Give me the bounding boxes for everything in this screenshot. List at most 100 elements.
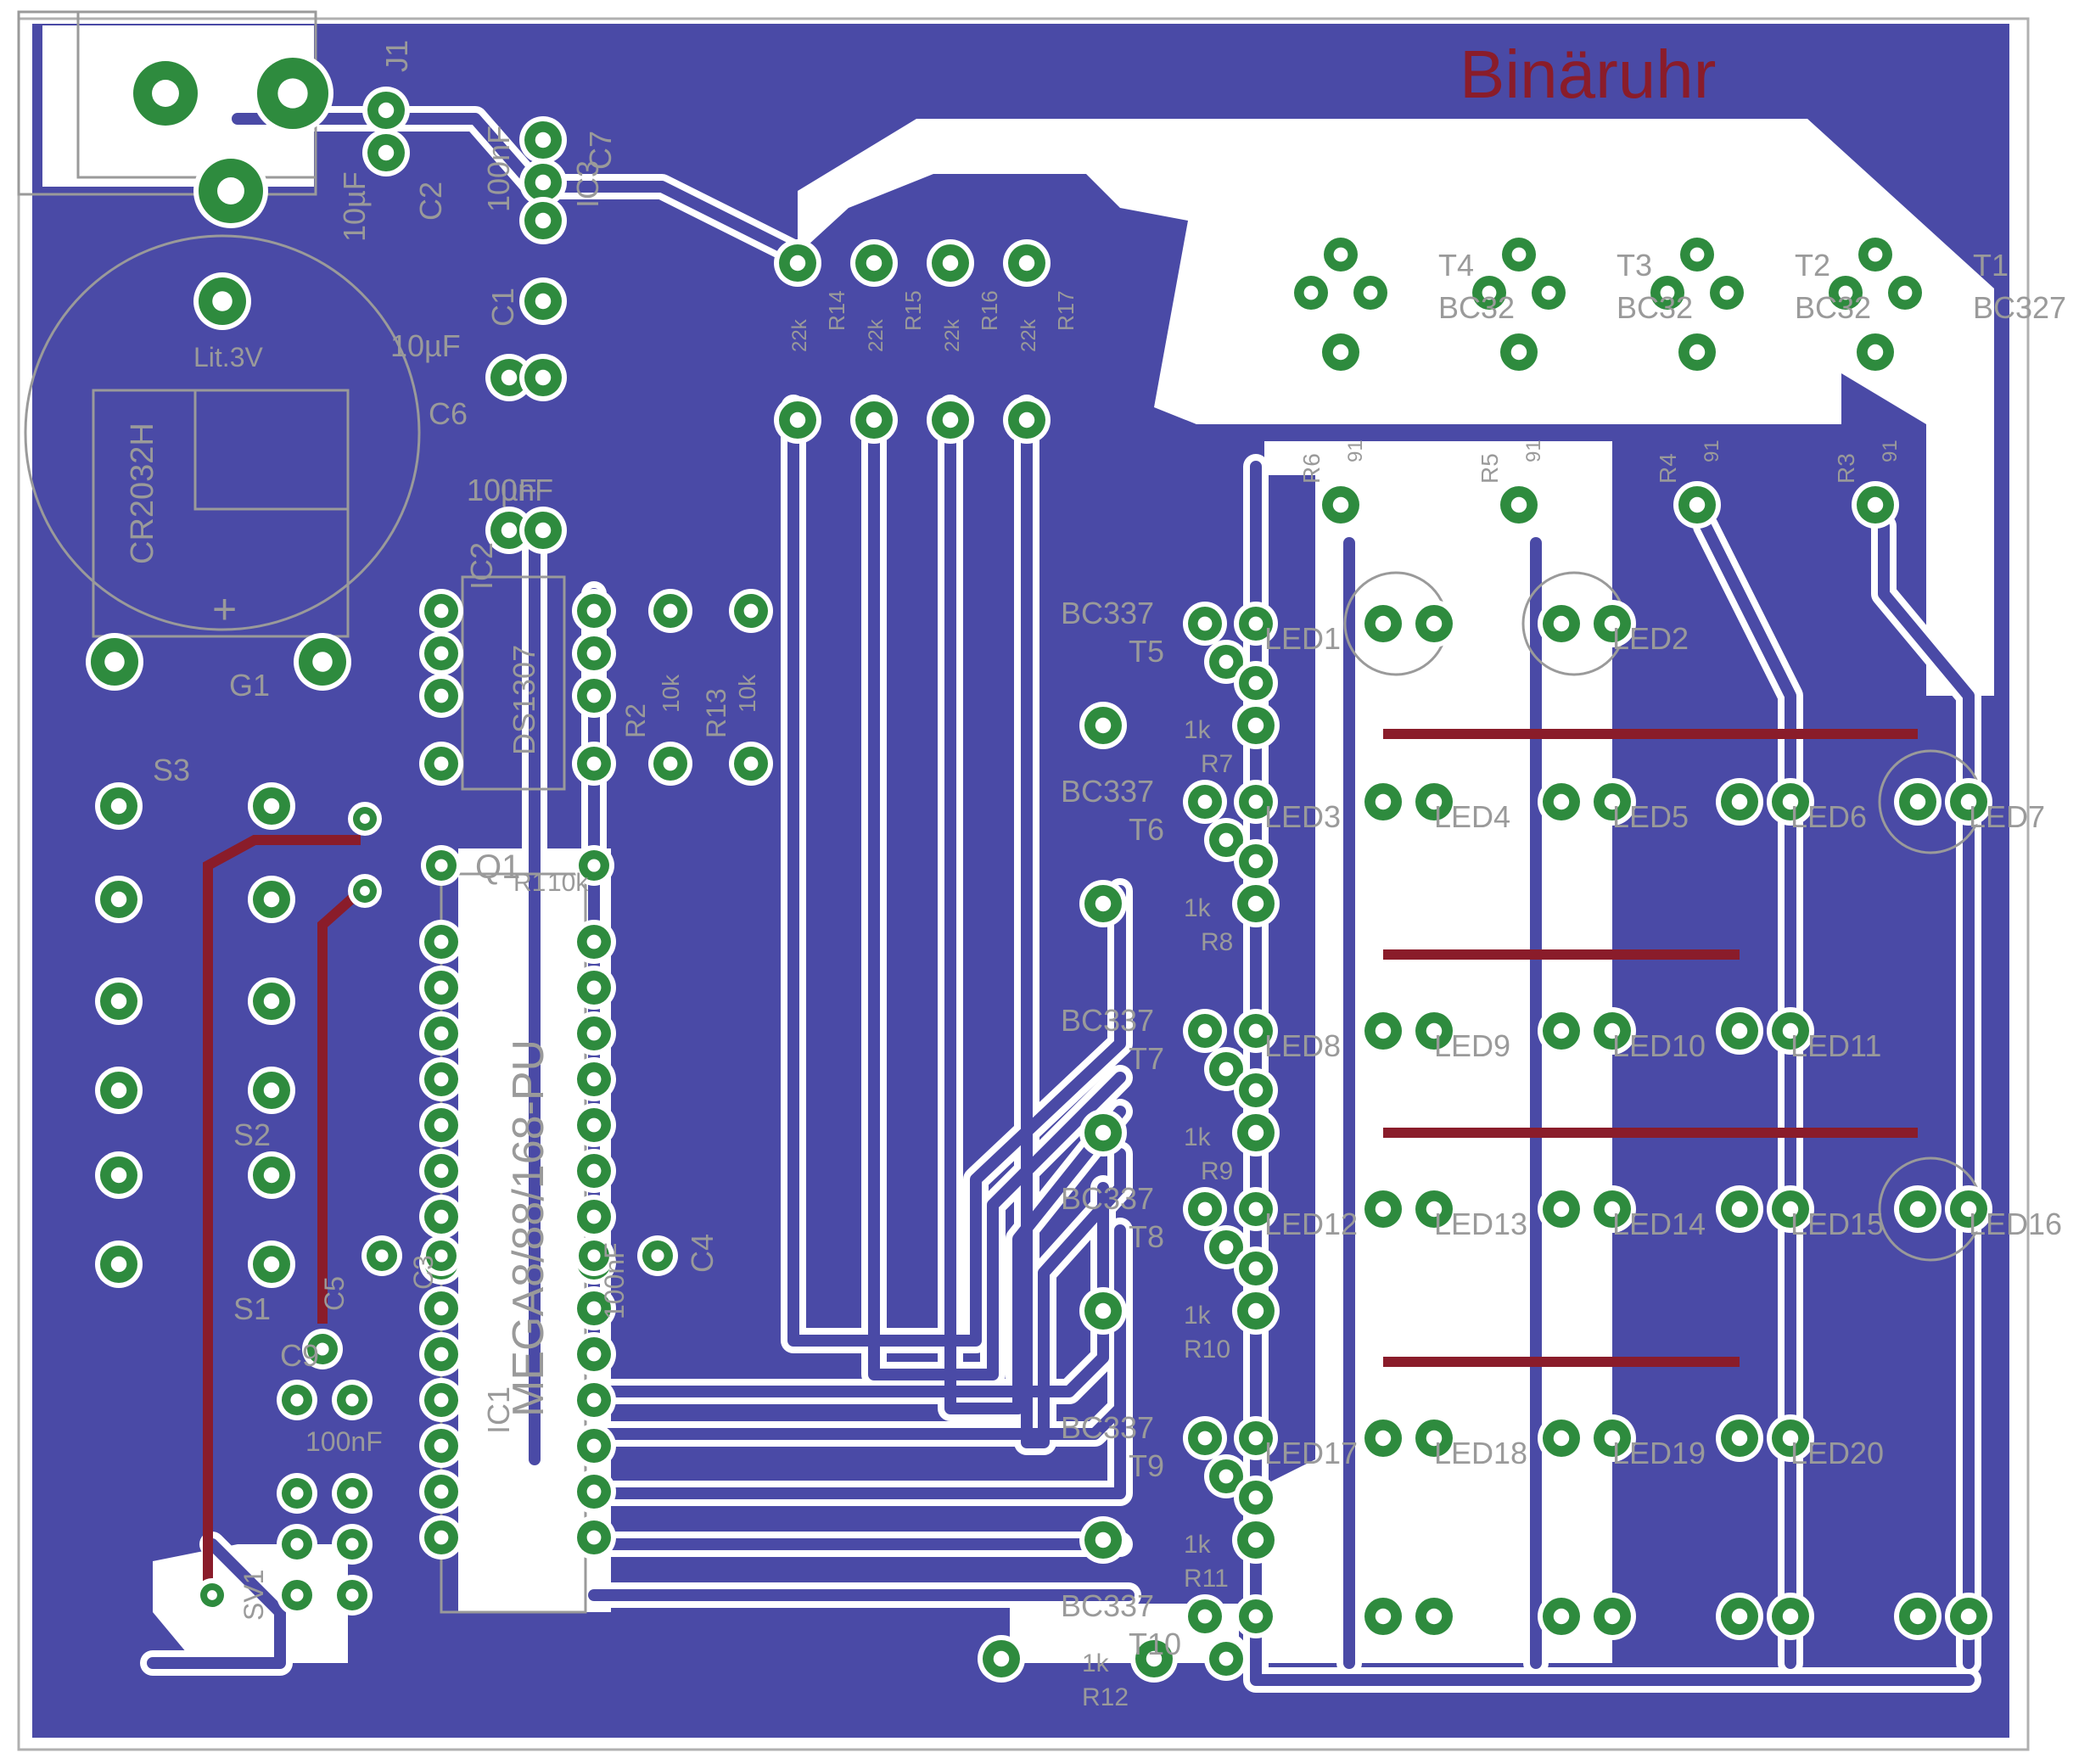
pad-hole [1426, 615, 1443, 632]
pads [86, 53, 1992, 1683]
pad-hole [110, 1082, 127, 1099]
led-label: LED12 [1264, 1207, 1358, 1241]
label-r1: R1 [513, 869, 546, 897]
label-r6: R6 [1298, 453, 1325, 484]
led-label: LED18 [1434, 1436, 1527, 1470]
pad-hole [1731, 1430, 1748, 1447]
pad-hole [501, 522, 518, 539]
pad-hole [345, 1487, 359, 1500]
label-r4-val: 91 [1701, 440, 1723, 462]
pad-hole [263, 1082, 280, 1099]
label-ic2: IC2 [464, 542, 499, 590]
pad-hole [1604, 793, 1621, 810]
pad-hole [1248, 1431, 1264, 1446]
label-t5-type: BC337 [1061, 596, 1154, 630]
pad-hole [290, 1537, 304, 1551]
label-r14: R14 [824, 290, 849, 331]
label-t2: T2 [1795, 248, 1830, 283]
pad-hole [1247, 1302, 1264, 1319]
pad-hole [1219, 654, 1234, 669]
pad-hole [277, 78, 308, 109]
pad-hole [663, 756, 678, 771]
pad-hole [1146, 1650, 1163, 1667]
led-label: LED16 [1969, 1207, 2062, 1241]
pad-hole [1018, 255, 1035, 272]
pad-hole [1219, 1240, 1234, 1255]
label-t3-type: BC32 [1617, 290, 1693, 325]
label-t1-type: BC327 [1973, 290, 2066, 325]
pad-hole [1782, 793, 1799, 810]
pad-hole [1095, 1124, 1112, 1141]
label-t8-type: BC337 [1061, 1181, 1154, 1216]
label-c1: C1 [485, 288, 520, 327]
label-j1: J1 [379, 40, 414, 72]
label-r17-val: 22k [1017, 318, 1040, 352]
led-label: LED5 [1612, 799, 1689, 834]
label-t3: T3 [1617, 248, 1652, 283]
label-r12-val: 1k [1082, 1649, 1110, 1677]
pad-hole [217, 177, 244, 204]
label-r3-val: 91 [1879, 440, 1902, 462]
pad-hole [1197, 1023, 1213, 1039]
pad-hole [152, 80, 179, 107]
label-c4: C4 [685, 1234, 720, 1273]
pad-hole [1553, 1201, 1570, 1218]
pad-hole [434, 646, 449, 661]
pad-hole [1867, 344, 1884, 361]
pad-hole [345, 1537, 359, 1551]
label-sv1: SV1 [238, 1570, 269, 1621]
label-ic3: IC3 [570, 160, 605, 208]
pad-hole [586, 980, 602, 995]
pad-hole [207, 1590, 217, 1600]
pad-hole [1219, 1651, 1234, 1666]
pad-hole [586, 1484, 602, 1499]
pad-hole [1248, 854, 1264, 869]
label-c3: C3 [408, 1255, 439, 1290]
pad-hole [290, 1588, 304, 1602]
top-layer-traces [203, 729, 1918, 1587]
led-label: LED15 [1790, 1207, 1884, 1241]
pad-hole [434, 1026, 449, 1041]
pad-hole [434, 756, 449, 771]
label-s3: S3 [153, 753, 190, 787]
pad-hole [586, 1392, 602, 1408]
pad-hole [1867, 496, 1884, 513]
label-c7: C7 [583, 131, 618, 170]
label-r5-val: 91 [1522, 440, 1545, 462]
label-r1-val: 10k [547, 869, 589, 897]
pad-hole [1332, 496, 1349, 513]
pad-hole [1247, 1124, 1264, 1141]
pad-hole [1553, 1022, 1570, 1039]
label-r9-val: 1k [1184, 1123, 1212, 1151]
pad-hole [110, 891, 127, 908]
pad-hole [993, 1650, 1010, 1667]
pad-hole [587, 859, 601, 872]
pad-hole [316, 1342, 329, 1356]
pad-hole [1197, 1609, 1213, 1624]
pad-hole [110, 993, 127, 1010]
pad-hole [1541, 285, 1556, 300]
pad-hole [263, 798, 280, 815]
pad-hole [1375, 793, 1392, 810]
pad-hole [1219, 832, 1234, 848]
pad-hole [1375, 1608, 1392, 1625]
pad-hole [1909, 1608, 1926, 1625]
pad-hole [663, 603, 678, 619]
pad-hole [1604, 1022, 1621, 1039]
label-t5: T5 [1129, 634, 1164, 669]
led-label: LED4 [1434, 799, 1510, 834]
led-label: LED17 [1264, 1436, 1358, 1470]
pad-hole [535, 293, 552, 310]
pad-hole [1248, 1609, 1264, 1624]
label-r14-val: 22k [788, 318, 811, 352]
pad-hole [1689, 247, 1705, 262]
pad-hole [263, 1256, 280, 1273]
label-s2: S2 [233, 1117, 271, 1152]
pad-hole [1219, 1061, 1234, 1077]
label-r10-val: 1k [1184, 1302, 1212, 1330]
pad-hole [434, 688, 449, 703]
pad-hole [1689, 344, 1706, 361]
pad-hole [586, 1117, 602, 1133]
led-label: LED3 [1264, 799, 1341, 834]
